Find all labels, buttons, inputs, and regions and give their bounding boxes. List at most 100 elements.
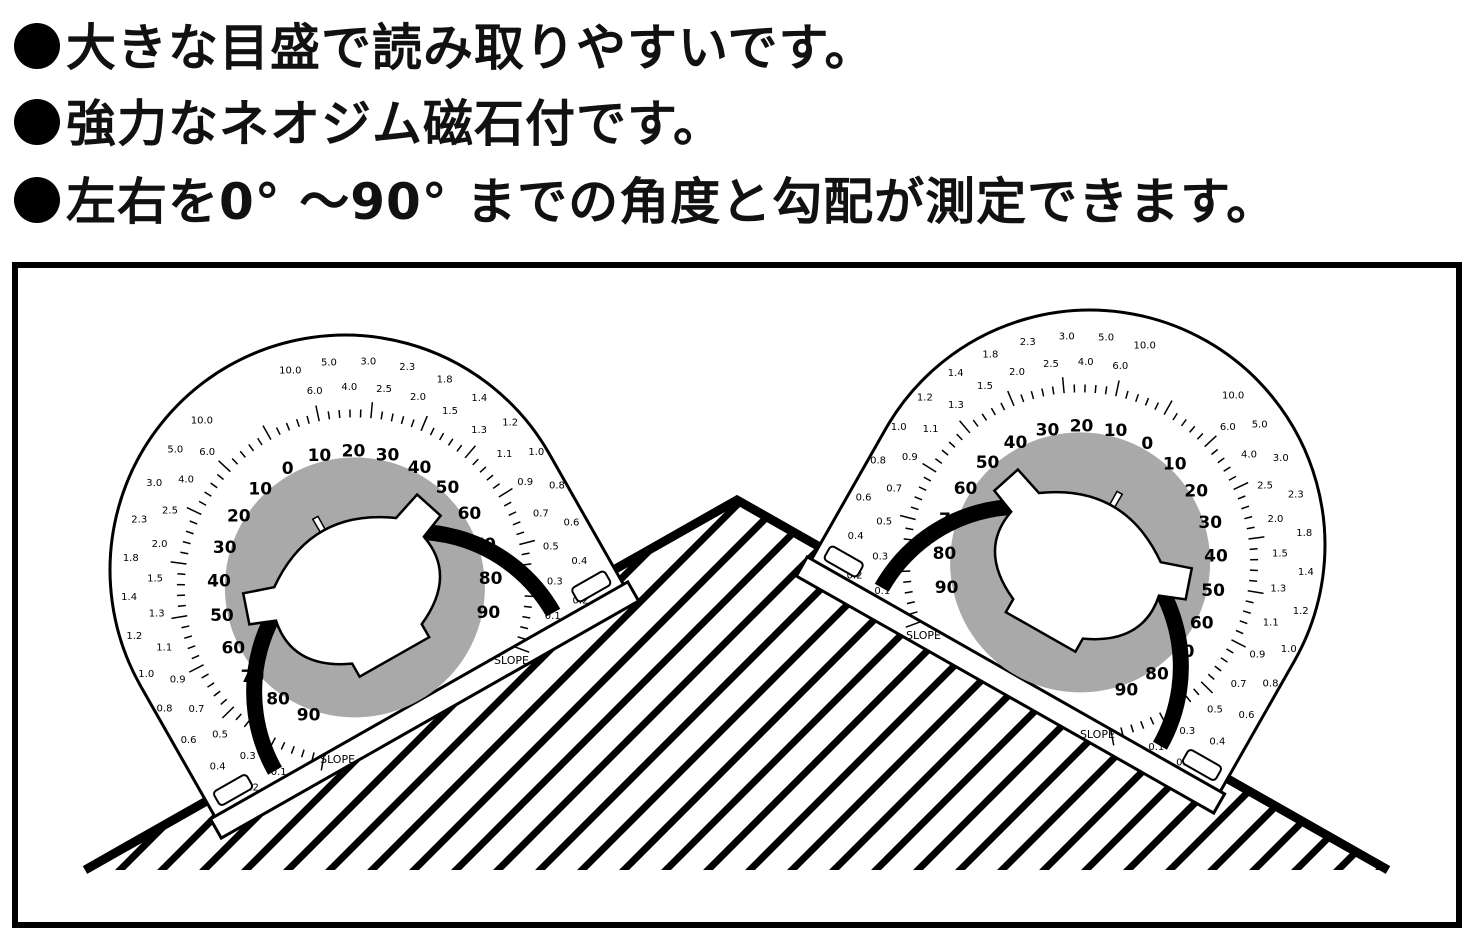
feature-line-3: 左右を0° ～90° までの角度と勾配が測定できます。: [14, 162, 1277, 234]
slope-label: 0.3: [547, 576, 563, 587]
angle-label: 80: [1145, 665, 1169, 685]
slope-label: 0.8: [1263, 679, 1279, 690]
scale-tick: [958, 420, 971, 434]
scale-tick: [1115, 380, 1120, 397]
scale-tick: [359, 409, 362, 418]
scale-tick: [948, 441, 956, 448]
scale-tick: [513, 645, 530, 653]
scale-tick: [903, 580, 912, 583]
scale-tick: [243, 720, 250, 728]
illustration-frame: [12, 262, 1462, 928]
scale-tick: [909, 611, 918, 615]
scale-tick: [420, 415, 428, 432]
scale-tick: [512, 521, 521, 526]
scale-tick: [1220, 657, 1228, 663]
hatch-stripe: [1347, 500, 1388, 870]
slope-label: 5.0: [321, 357, 337, 368]
slope-label: 10.0: [191, 416, 213, 427]
slope-label: 1.4: [471, 393, 487, 404]
scale-tick: [177, 594, 186, 597]
scale-tick: [1168, 707, 1174, 715]
protractor-base: [794, 554, 1227, 816]
slope-label: 3.0: [1059, 331, 1075, 342]
slope-label: 1.2: [502, 418, 518, 429]
scale-tick: [170, 561, 187, 565]
scale-tick: [239, 450, 246, 458]
scale-tick: [1228, 475, 1237, 481]
scale-tick: [922, 462, 937, 473]
slope-label: 0.7: [188, 704, 204, 715]
angle-label: 90: [297, 705, 321, 725]
slope-label: 6.0: [1220, 422, 1236, 433]
scale-tick: [410, 419, 415, 428]
angle-label: 20: [227, 507, 251, 527]
slope-label: 1.1: [1263, 617, 1279, 628]
scale-tick: [248, 444, 255, 452]
slope-label: 0.1: [545, 611, 561, 622]
hatch-stripe: [1434, 480, 1468, 900]
slope-label: 1.0: [891, 422, 907, 433]
slope-label: 10.0: [1222, 391, 1244, 402]
angle-label: 40: [1204, 547, 1228, 567]
slope-label: 0.9: [170, 675, 186, 686]
scale-tick: [1020, 394, 1025, 403]
slope-label: 0.3: [1179, 726, 1195, 737]
scale-tick: [349, 409, 351, 418]
slope-label: 2.0: [410, 392, 426, 403]
scale-tick: [918, 486, 927, 491]
scale-tick: [380, 411, 384, 420]
scale-tick: [1154, 402, 1160, 411]
slope-label: 1.0: [1281, 644, 1297, 655]
slope-label: 1.8: [437, 374, 453, 385]
hatch-stripe: [1392, 480, 1468, 900]
scale-tick: [189, 520, 198, 525]
scale-tick: [275, 427, 281, 436]
slope-label: 1.4: [1298, 567, 1314, 578]
protractor-base: [208, 579, 641, 841]
scale-tick: [523, 605, 532, 608]
scale-tick: [1185, 695, 1192, 703]
scale-tick: [315, 405, 320, 422]
scale-tick: [1180, 419, 1187, 427]
scale-tick: [905, 620, 922, 628]
scale-tick: [1226, 648, 1234, 654]
slope-text: SLOPE: [906, 629, 941, 642]
slope-label: 1.2: [126, 631, 142, 642]
scale-tick: [285, 422, 291, 431]
scale-tick: [187, 645, 196, 650]
scale-tick: [1249, 547, 1258, 551]
slope-label: 4.0: [1241, 450, 1257, 461]
scale-tick: [438, 432, 445, 441]
scale-tick: [300, 749, 305, 758]
scale-tick: [464, 445, 477, 459]
scale-tick: [1239, 620, 1248, 625]
slope-label: 0.5: [543, 542, 559, 553]
scale-tick: [1159, 712, 1168, 728]
scale-tick: [1094, 385, 1097, 394]
slope-label: 3.0: [1273, 453, 1289, 464]
angle-label: 80: [933, 544, 957, 564]
scale-tick: [522, 615, 531, 619]
angle-label: 10: [1163, 455, 1187, 475]
scale-tick: [1214, 665, 1222, 672]
angle-label: 20: [1184, 482, 1208, 502]
slope-label: 0.5: [876, 517, 892, 528]
slope-label: 4.0: [1078, 357, 1094, 368]
slope-label: 4.0: [178, 475, 194, 486]
slope-label: 0.4: [1209, 736, 1225, 747]
angle-label: 90: [1115, 680, 1139, 700]
scale-tick: [186, 506, 202, 516]
slope-label: 0.1: [271, 767, 287, 778]
slope-label: 1.5: [147, 574, 163, 585]
scale-tick: [429, 427, 435, 436]
slope-label: 1.3: [149, 608, 165, 619]
angle-label: 10: [1104, 421, 1128, 441]
scale-tick: [517, 636, 526, 640]
slope-label: 2.0: [1009, 367, 1025, 378]
angle-label: 30: [213, 538, 237, 558]
scale-tick: [1084, 384, 1086, 393]
scale-tick: [520, 626, 529, 630]
scale-tick: [524, 595, 541, 598]
tab: [823, 545, 864, 578]
